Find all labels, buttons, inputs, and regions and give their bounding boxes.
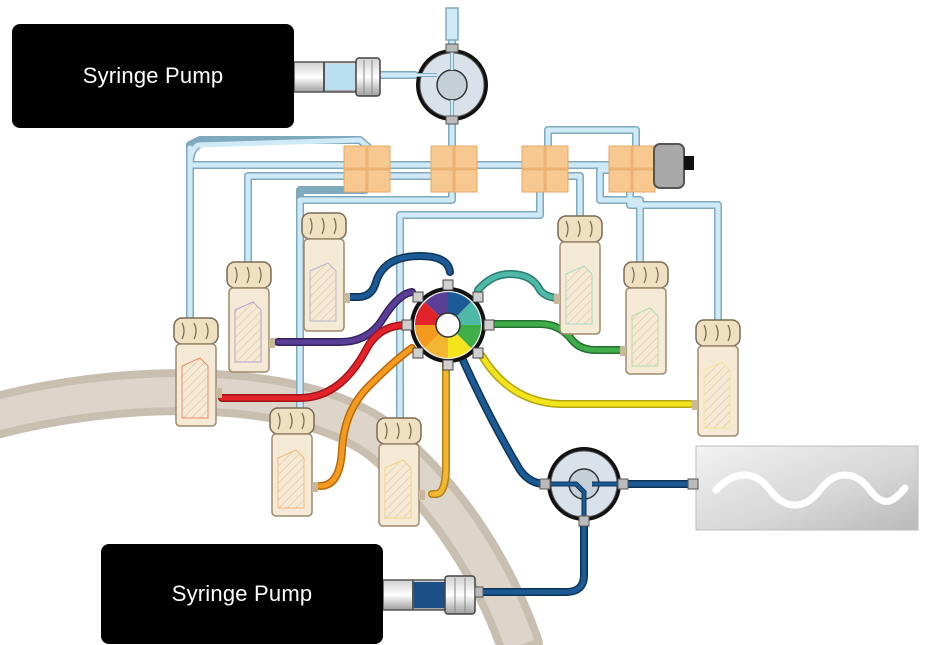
rotary-valve-icon: [539, 447, 629, 527]
manifold-junction-icon: [343, 145, 391, 193]
syringe-pump-bottom-label: Syringe Pump: [171, 581, 313, 606]
manifold-junction-icon: [608, 145, 656, 193]
manifold-blocks: [343, 143, 694, 193]
top-inlet-tube: [445, 7, 459, 41]
syringe-pump-bottom: Syringe Pump: [101, 544, 383, 644]
syringe-pump-top-label: Syringe Pump: [82, 63, 224, 88]
reagent-bottle-icon: [376, 417, 425, 527]
dark-tubing-group: [458, 354, 696, 596]
syringe-icon: [293, 57, 381, 97]
reagent-bottle-icon: [226, 261, 275, 373]
reagent-bottle-icon: [692, 319, 741, 437]
bottles-group: [173, 212, 741, 527]
reagent-bottle-icon: [301, 212, 350, 332]
manifold-junction-icon: [430, 145, 478, 193]
rotary-valve-icon: [416, 43, 488, 125]
manifold-junction-icon: [521, 145, 569, 193]
syringe-pump-top: Syringe Pump: [12, 24, 294, 128]
reagent-bottle-icon: [620, 261, 669, 375]
multiport-selector-valve-icon: [401, 279, 495, 371]
plug-icon: [653, 143, 694, 189]
syringe-icon: [382, 575, 484, 615]
reagent-bottle-icon: [173, 317, 222, 427]
flow-cell-icon: [687, 445, 919, 531]
reagent-bottle-icon: [554, 215, 603, 335]
reagent-bottle-icon: [269, 407, 318, 517]
colored-tubing-group: [218, 252, 694, 498]
light-tubing-group: [186, 34, 722, 424]
